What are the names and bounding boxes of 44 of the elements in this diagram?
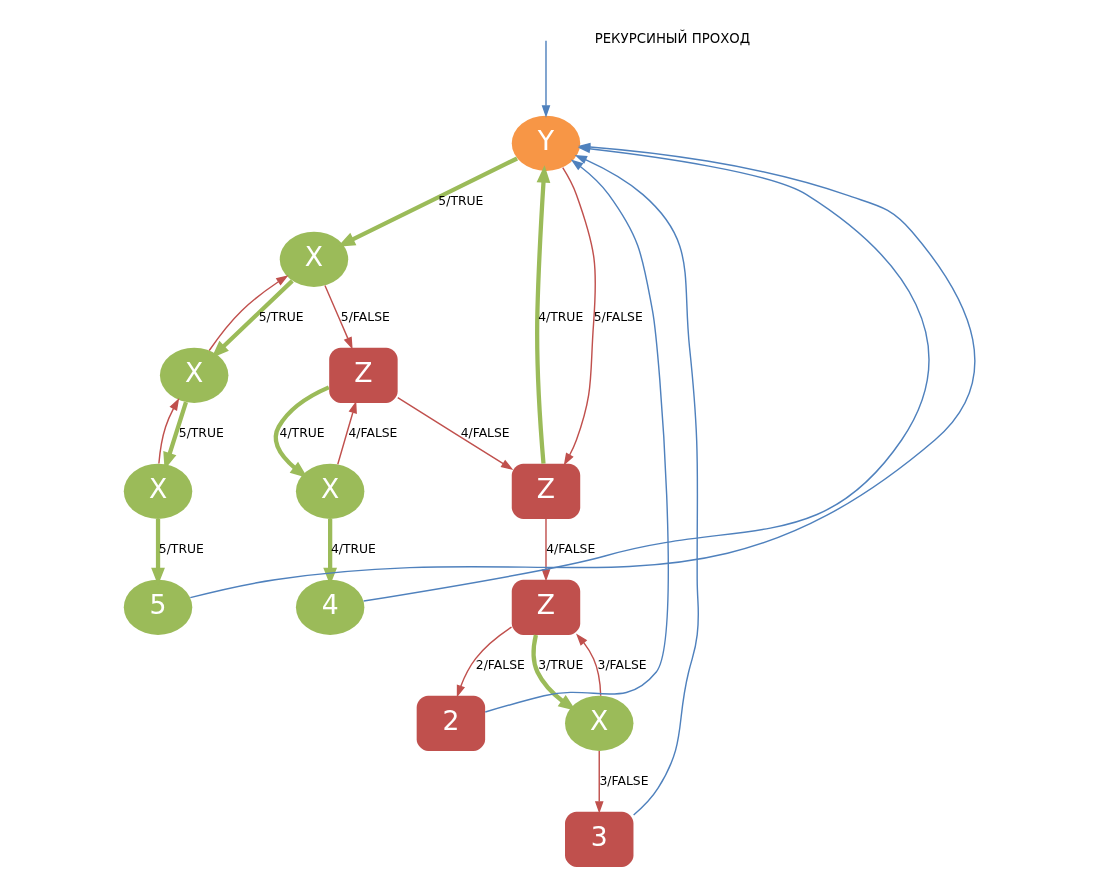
arrow — [574, 154, 699, 816]
arrow — [541, 39, 550, 118]
node-ellipse: X — [123, 463, 192, 519]
arrow — [208, 275, 288, 352]
arrow — [456, 626, 512, 698]
arrow — [336, 400, 357, 465]
arrow — [484, 159, 669, 713]
node-ellipse: X — [279, 231, 348, 287]
node-ellipse: X — [159, 347, 228, 403]
edge-label: 4/TRUE — [279, 425, 325, 440]
node-ellipse: Y — [511, 115, 580, 171]
node-box: 3 — [564, 811, 633, 867]
node-ellipse: X — [564, 695, 633, 751]
node-box: 2 — [416, 695, 485, 751]
edge-label: 4/FALSE — [545, 541, 595, 556]
edge-label: 4/TRUE — [537, 309, 583, 324]
arrow — [594, 750, 604, 814]
edge-label: 2/FALSE — [475, 657, 525, 672]
arrow — [211, 279, 294, 358]
node-box: Z — [328, 347, 398, 403]
edge-label: 4/FALSE — [460, 425, 510, 440]
node-ellipse: X — [295, 463, 364, 519]
edge-label: 5/TRUE — [437, 193, 483, 208]
edge-label: 3/FALSE — [597, 657, 647, 672]
arrow — [273, 385, 330, 478]
arrow — [534, 165, 550, 464]
edge-label: 5/TRUE — [258, 309, 304, 324]
node-box: Z — [511, 463, 580, 519]
arrow — [396, 397, 513, 470]
edge-label: 3/TRUE — [537, 657, 583, 672]
label: РЕКУРСИНЫЙ ПРОХОД — [594, 31, 750, 47]
arrow — [561, 166, 596, 466]
edge-label: 5/FALSE — [340, 309, 390, 324]
node-ellipse: 5 — [123, 579, 192, 635]
arrow — [575, 633, 601, 697]
arrow — [157, 398, 179, 465]
node-box: Z — [511, 579, 580, 635]
arrow — [323, 284, 353, 350]
edge-label: 5/TRUE — [178, 425, 224, 440]
edge-label: 3/FALSE — [598, 773, 648, 788]
node-ellipse: 4 — [295, 579, 364, 635]
arrow — [530, 634, 576, 711]
edge-label: 5/FALSE — [593, 309, 643, 324]
edge-label: 4/FALSE — [347, 425, 397, 440]
